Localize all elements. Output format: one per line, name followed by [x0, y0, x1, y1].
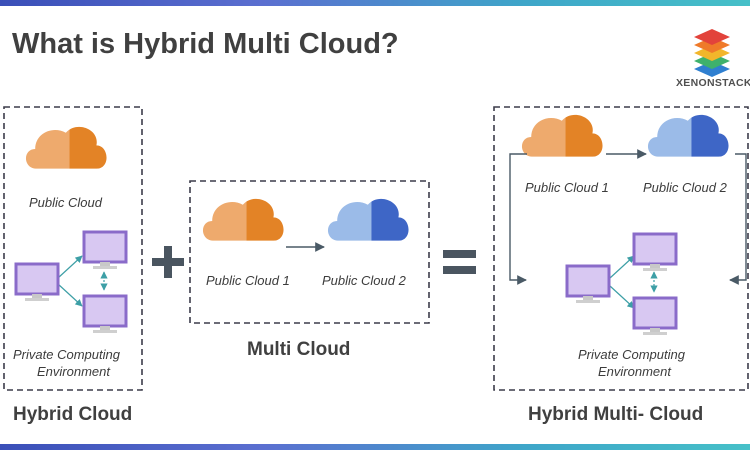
public-cloud-label: Public Cloud — [29, 195, 102, 210]
private-env-label-line1: Private Computing — [13, 347, 120, 362]
monitor-icon — [82, 294, 128, 335]
public-cloud-2-icon — [641, 101, 742, 164]
multi-cloud-public-cloud-1-label: Public Cloud 1 — [206, 273, 290, 288]
plus-operator — [152, 246, 184, 278]
multi-cloud-public-cloud-2-label: Public Cloud 2 — [322, 273, 406, 288]
hmc-public-cloud-1-label: Public Cloud 1 — [525, 180, 609, 195]
monitor-icon — [14, 262, 60, 303]
brand-name: XENONSTACK — [676, 77, 750, 89]
layered-stack-logo-icon — [694, 29, 730, 77]
hybrid-multi-cloud-heading: Hybrid Multi- Cloud — [528, 404, 704, 425]
monitor-icon — [565, 264, 611, 305]
top-gradient-bar — [0, 0, 750, 6]
hmc-private-env-network-icon — [609, 255, 658, 309]
multi-cloud-box — [189, 180, 430, 324]
hybrid-cloud-box — [3, 106, 143, 391]
private-env-label-line2: Environment — [37, 364, 110, 379]
hmc-public-cloud-2-label: Public Cloud 2 — [643, 180, 727, 195]
hybrid-cloud-heading: Hybrid Cloud — [13, 404, 133, 425]
hmc-private-env-label-line1: Private Computing — [578, 347, 685, 362]
multi-cloud-heading: Multi Cloud — [247, 339, 351, 360]
public-cloud-1-icon — [196, 185, 297, 248]
hybrid-multi-cloud-box — [493, 106, 749, 391]
hmc-right-arrow — [729, 153, 747, 285]
bottom-gradient-bar — [0, 444, 750, 450]
private-env-network-icon — [57, 255, 108, 307]
public-cloud-2-icon — [321, 185, 422, 248]
monitor-icon — [82, 230, 128, 271]
monitor-icon — [632, 232, 678, 273]
hmc-private-env-label-line2: Environment — [598, 364, 671, 379]
public-cloud-icon — [19, 113, 120, 176]
hmc-left-arrow — [509, 153, 527, 285]
monitor-icon — [632, 296, 678, 337]
equals-operator — [443, 250, 476, 274]
public-cloud-1-icon — [515, 101, 616, 164]
page-title: What is Hybrid Multi Cloud? — [12, 28, 399, 60]
